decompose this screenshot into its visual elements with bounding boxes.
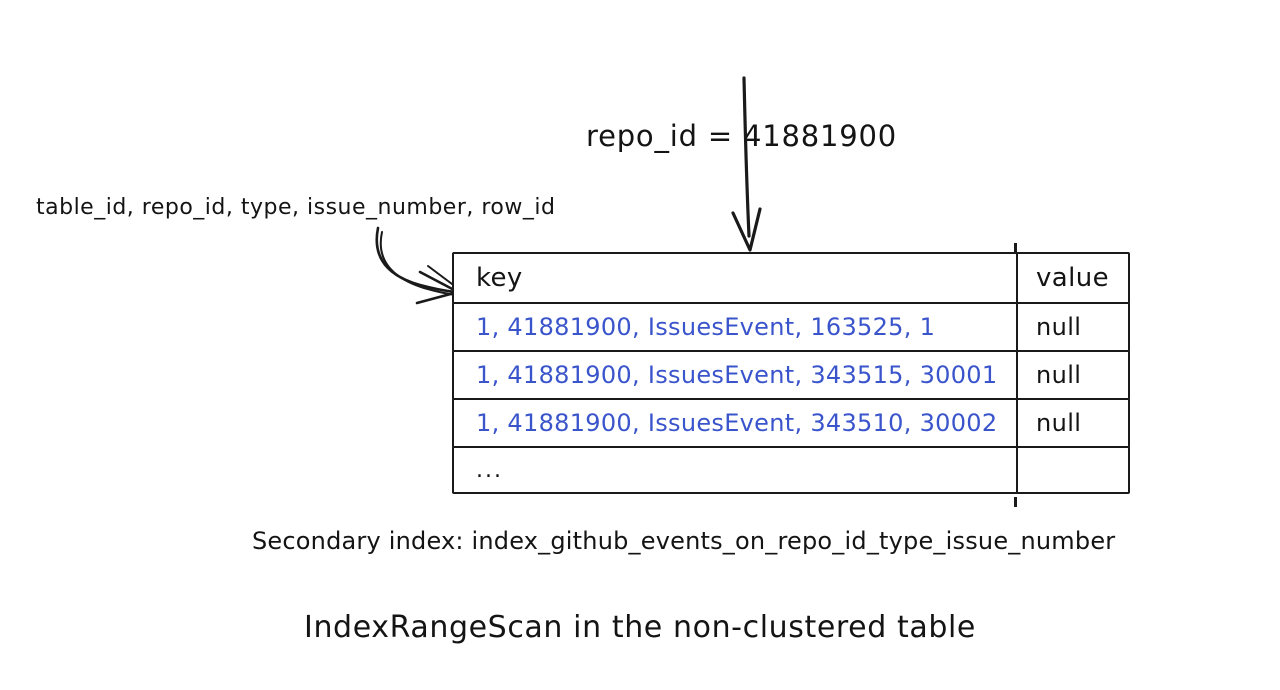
table-row: 1, 41881900, IssuesEvent, 163525, 1 null — [452, 302, 1130, 352]
cell-key: 1, 41881900, IssuesEvent, 343510, 30002 — [476, 409, 998, 437]
column-divider-undershoot — [1014, 497, 1017, 507]
cell-key: 1, 41881900, IssuesEvent, 163525, 1 — [476, 313, 936, 341]
diagram-title: IndexRangeScan in the non-clustered tabl… — [304, 610, 976, 645]
column-divider-overshoot — [1014, 243, 1017, 257]
column-header-value: value — [1016, 254, 1128, 302]
column-header-key: key — [476, 263, 523, 293]
secondary-index-caption: Secondary index: index_github_events_on_… — [252, 527, 1116, 555]
cell-value: null — [1016, 352, 1128, 398]
cell-value: null — [1016, 304, 1128, 350]
predicate-arrow-icon — [731, 76, 762, 252]
table-row-ellipsis: ... — [452, 446, 1130, 494]
key-value-table: key value 1, 41881900, IssuesEvent, 1635… — [452, 252, 1130, 494]
cell-value: null — [1016, 400, 1128, 446]
predicate-label: repo_id = 41881900 — [586, 119, 897, 153]
table-row: 1, 41881900, IssuesEvent, 343510, 30002 … — [452, 398, 1130, 448]
cell-key-ellipsis: ... — [476, 457, 503, 483]
index-columns-label: table_id, repo_id, type, issue_number, r… — [36, 195, 556, 220]
columns-arrow-icon — [375, 226, 461, 305]
table-row: 1, 41881900, IssuesEvent, 343515, 30001 … — [452, 350, 1130, 400]
cell-key: 1, 41881900, IssuesEvent, 343515, 30001 — [476, 361, 998, 389]
cell-value-empty — [1016, 448, 1128, 492]
table-header-row: key value — [452, 252, 1130, 304]
